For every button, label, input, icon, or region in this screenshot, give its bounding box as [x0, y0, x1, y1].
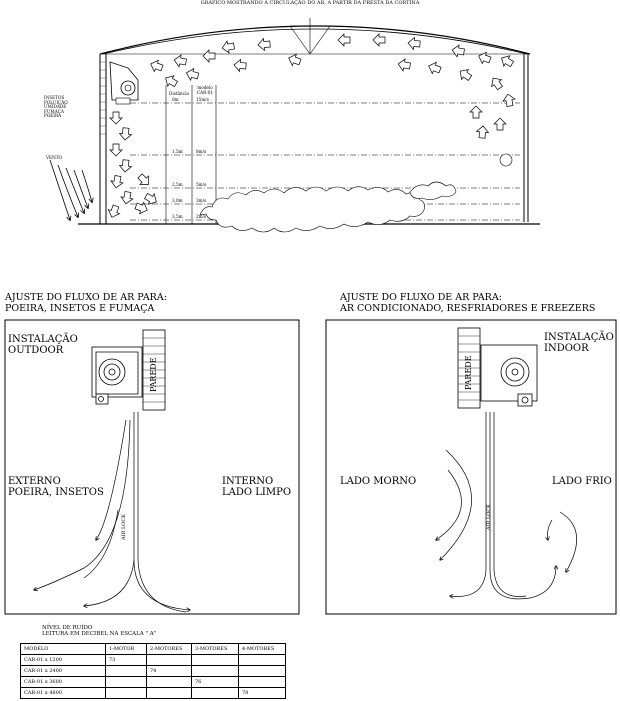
cold-side-label: LADO FRIO	[552, 476, 612, 487]
right-install-line2: INDOOR	[544, 343, 589, 354]
left-wall-bricks	[100, 61, 106, 135]
noise-col-model: MODELO	[20, 643, 106, 655]
speed-0: 15m/s	[196, 97, 209, 102]
speed-4: 2m/s	[196, 214, 207, 219]
speed-3: 3m/s	[196, 198, 207, 203]
diagram-title: GRÁFICO MOSTRANDO A CIRCULAÇÃO DO AR, A …	[200, 0, 420, 6]
left-external-line2: POEIRA, INSETOS	[8, 487, 104, 498]
left-external-line1: EXTERNO	[8, 476, 61, 487]
right-install-line1: INSTALAÇÃO	[544, 332, 614, 343]
label-fumaca: FUMAÇA	[44, 108, 64, 114]
left-heading-line1: AJUSTE DO FLUXO DE AR PARA:	[5, 292, 167, 303]
noise-col-2: 2-MOTORES	[146, 643, 192, 655]
table-cell	[191, 665, 239, 677]
left-internal-line1: INTERNO	[222, 476, 274, 487]
left-heading-line2: POEIRA, INSETOS E FUMAÇA	[5, 303, 155, 314]
table-cell	[146, 687, 192, 699]
table-header-distance: Distância	[169, 91, 189, 96]
table-row: CAR-01 x 2400 74	[20, 665, 286, 677]
table-cell: 78	[238, 687, 286, 699]
table-cell	[105, 687, 147, 699]
right-airlock-label: AIR LOCK	[486, 504, 492, 530]
left-install-line1: INSTALAÇÃO	[8, 334, 78, 345]
right-wall-pattern	[458, 335, 480, 401]
distance-2: 2,5m	[172, 182, 183, 187]
table-cell	[191, 654, 239, 666]
right-wall-label: PAREDE	[464, 355, 473, 390]
label-poluicao: POLUIÇÃO	[44, 99, 68, 105]
table-cell: 73	[105, 654, 147, 666]
right-heading-line2: AR CONDICIONADO, RESFRIADORES E FREEZERS	[340, 303, 596, 314]
right-panel-heading: AJUSTE DO FLUXO DE AR PARA: AR CONDICION…	[340, 292, 595, 314]
wind-label: VENTO	[46, 155, 62, 160]
label-insetos: INSETOS	[44, 95, 65, 100]
left-install-line2: OUTDOOR	[8, 345, 64, 356]
table-cell: CAR-01 x 4800	[20, 687, 106, 699]
table-cell	[105, 676, 147, 688]
table-cell: 76	[191, 676, 239, 688]
air-curtain-unit-top	[109, 61, 139, 105]
right-unit	[480, 344, 538, 407]
left-wall-label: PAREDE	[149, 357, 158, 392]
table-cell: CAR-01 x 2400	[20, 665, 106, 677]
noise-title-line2: LEITURA EM DECIBEL NA ESCALA " A"	[42, 631, 157, 637]
wind-arrows	[49, 159, 92, 220]
left-external-label: EXTERNO POEIRA, INSETOS	[8, 476, 104, 498]
table-row: CAR-01 x 3600 76	[20, 676, 286, 688]
left-airflow	[34, 412, 190, 613]
table-cell	[191, 687, 239, 699]
left-unit	[91, 346, 143, 405]
noise-header-row: MODELO 1-MOTOR 2-MOTORES 3-MOTORES 4-MOT…	[20, 643, 286, 655]
distance-4: 3,5m	[172, 214, 183, 219]
left-airlock-label: AIR LOCK	[121, 514, 127, 540]
table-cell: 74	[146, 665, 192, 677]
pollutant-labels: INSETOS POLUIÇÃO UMIDADE FUMAÇA POEIRA	[44, 95, 68, 119]
left-internal-label: INTERNO LADO LIMPO	[222, 476, 291, 498]
right-heading-line1: AJUSTE DO FLUXO DE AR PARA:	[340, 292, 502, 303]
left-internal-line2: LADO LIMPO	[222, 487, 292, 498]
table-cell: CAR-01 x 3600	[20, 676, 106, 688]
swirl-marker	[499, 153, 513, 167]
distance-0: 0m	[172, 97, 179, 102]
label-poeira: POEIRA	[44, 113, 62, 119]
noise-title-line1: NÍVEL DE RUÍDO	[42, 625, 93, 631]
left-install-label: INSTALAÇÃO OUTDOOR	[8, 334, 78, 356]
distance-1: 1,5m	[172, 149, 183, 154]
table-row: CAR-01 x 4800 78	[20, 687, 286, 699]
noise-col-4: 4-MOTORES	[238, 643, 286, 655]
dust-clouds	[199, 181, 457, 233]
noise-col-1: 1-MOTOR	[105, 643, 147, 655]
label-umidade: UMIDADE	[44, 104, 67, 110]
right-panel-frame	[325, 319, 617, 615]
table-cell: CAR-01 x 1200	[20, 654, 106, 666]
distance-3: 3,0m	[172, 198, 183, 203]
table-cell	[105, 665, 147, 677]
table-header-model: modelo CAR-01	[196, 85, 214, 95]
speed-2: 5m/s	[196, 182, 207, 187]
noise-table: MODELO 1-MOTOR 2-MOTORES 3-MOTORES 4-MOT…	[20, 643, 286, 699]
table-row: CAR-01 x 1200 73	[20, 654, 286, 666]
left-panel-heading: AJUSTE DO FLUXO DE AR PARA: POEIRA, INSE…	[5, 292, 167, 314]
warm-side-label: LADO MORNO	[340, 476, 417, 487]
table-cell	[146, 654, 192, 666]
table-cell	[238, 665, 286, 677]
speed-1: 8m/s	[196, 149, 207, 154]
table-cell	[146, 676, 192, 688]
left-panel-frame	[4, 319, 300, 615]
left-wall-pattern	[143, 337, 165, 403]
noise-title: NÍVEL DE RUÍDO LEITURA EM DECIBEL NA ESC…	[42, 625, 156, 637]
right-airflow	[436, 412, 578, 600]
table-cell	[238, 654, 286, 666]
noise-col-3: 3-MOTORES	[191, 643, 239, 655]
right-install-label: INSTALAÇÃO INDOOR	[544, 332, 614, 354]
table-cell	[238, 676, 286, 688]
